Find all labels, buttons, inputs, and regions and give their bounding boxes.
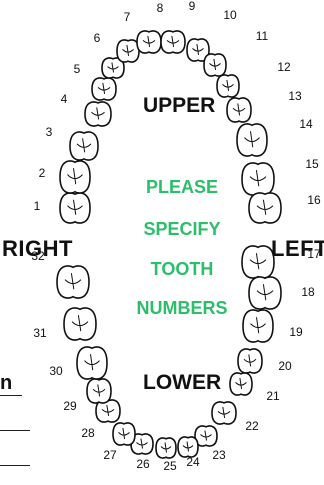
tooth-number-14: 14 (299, 117, 313, 131)
cut-off-text: n (0, 372, 12, 395)
message-line-2: SPECIFY (117, 219, 247, 240)
upper-arch-label: UPPER (143, 94, 215, 118)
tooth-16[interactable] (249, 193, 281, 223)
tooth-number-3: 3 (46, 125, 53, 139)
tooth-5[interactable] (92, 78, 116, 100)
tooth-number-20: 20 (278, 359, 292, 373)
tooth-29[interactable] (87, 379, 111, 403)
tooth-3[interactable] (70, 132, 98, 160)
tooth-number-25: 25 (163, 459, 177, 473)
form-rule-1 (0, 395, 22, 396)
tooth-27[interactable] (113, 423, 135, 445)
tooth-number-30: 30 (49, 364, 63, 378)
tooth-number-21: 21 (266, 389, 280, 403)
tooth-25[interactable] (156, 438, 176, 458)
tooth-number-31: 31 (33, 326, 47, 340)
tooth-number-6: 6 (94, 31, 101, 45)
message-line-1: PLEASE (117, 177, 247, 198)
tooth-number-29: 29 (63, 399, 77, 413)
tooth-number-1: 1 (34, 199, 41, 213)
lower-arch-label: LOWER (143, 371, 221, 395)
form-rule-2 (0, 430, 30, 431)
tooth-number-4: 4 (61, 92, 68, 106)
tooth-9[interactable] (161, 31, 185, 53)
tooth-31[interactable] (64, 308, 96, 340)
tooth-number-22: 22 (245, 419, 259, 433)
tooth-30[interactable] (77, 347, 107, 379)
tooth-24[interactable] (178, 437, 198, 457)
tooth-number-27: 27 (103, 448, 117, 462)
tooth-number-11: 11 (256, 29, 269, 43)
tooth-18[interactable] (249, 277, 281, 309)
tooth-8[interactable] (137, 31, 161, 53)
tooth-number-10: 10 (223, 8, 237, 22)
tooth-20[interactable] (238, 349, 262, 373)
tooth-number-5: 5 (74, 62, 81, 76)
tooth-number-26: 26 (136, 457, 150, 471)
tooth-number-15: 15 (305, 157, 319, 171)
right-side-label: RIGHT (2, 236, 73, 262)
message-line-4: NUMBERS (117, 298, 247, 319)
message-line-3: TOOTH (117, 259, 247, 280)
tooth-number-13: 13 (288, 89, 302, 103)
tooth-number-2: 2 (39, 166, 46, 180)
tooth-number-9: 9 (189, 0, 196, 13)
tooth-number-16: 16 (307, 193, 321, 207)
tooth-number-7: 7 (124, 10, 131, 24)
tooth-21[interactable] (230, 373, 252, 395)
tooth-number-8: 8 (157, 1, 164, 15)
tooth-7[interactable] (117, 40, 139, 62)
tooth-13[interactable] (227, 98, 251, 122)
tooth-12[interactable] (217, 75, 239, 97)
tooth-number-28: 28 (81, 426, 95, 440)
tooth-number-23: 23 (212, 448, 226, 462)
tooth-11[interactable] (204, 54, 226, 76)
tooth-14[interactable] (237, 124, 267, 156)
tooth-1[interactable] (60, 193, 90, 223)
tooth-number-12: 12 (277, 60, 291, 74)
form-rule-3 (0, 465, 30, 466)
left-side-label: LEFT (271, 236, 324, 262)
tooth-19[interactable] (243, 310, 273, 342)
tooth-32[interactable] (57, 266, 89, 298)
tooth-number-19: 19 (289, 325, 303, 339)
tooth-number-24: 24 (186, 455, 200, 469)
tooth-4[interactable] (85, 102, 111, 126)
tooth-22[interactable] (212, 402, 236, 424)
tooth-number-18: 18 (301, 285, 315, 299)
tooth-2[interactable] (60, 161, 90, 193)
